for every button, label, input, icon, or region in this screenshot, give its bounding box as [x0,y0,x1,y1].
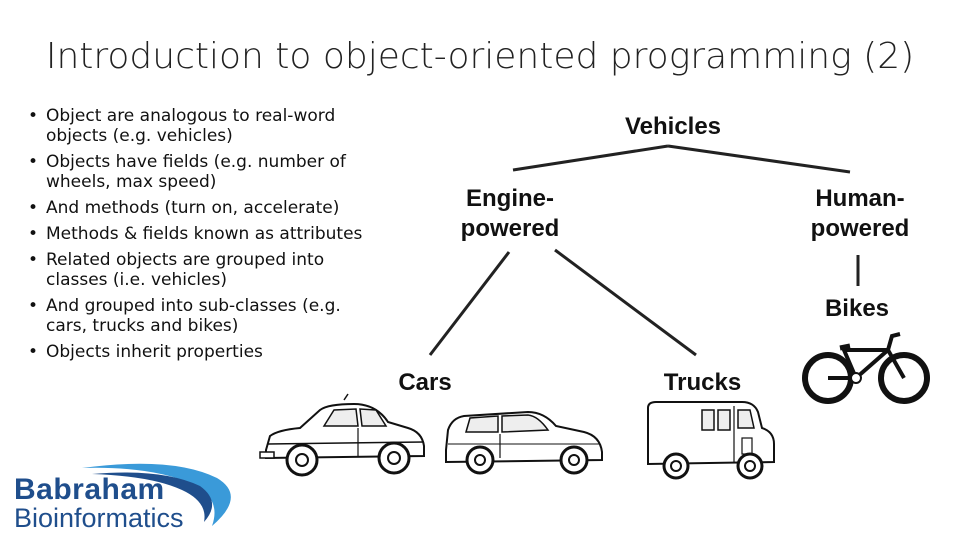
line-engine-trucks [554,248,697,357]
bullet-item: Related objects are grouped into classes… [28,250,373,290]
slide-title: Introduction to object-oriented programm… [45,36,915,77]
bullet-item: Objects inherit properties [28,342,373,362]
line-vehicles-human [667,144,851,174]
node-human-line1: Human- [815,185,905,212]
node-bikes: Bikes [824,295,890,322]
delivery-truck-image [647,401,775,480]
bullet-list: Object are analogous to real-word object… [28,106,373,368]
node-engine-line1: Engine- [466,185,554,212]
node-cars: Cars [398,369,452,396]
node-human-powered: Human- powered [790,184,930,244]
logo-text-line1: Babraham [14,473,165,506]
bullet-item: And grouped into sub-classes (e.g. cars,… [28,296,373,336]
bullet-item: Methods & fields known as attributes [28,224,373,244]
node-engine-line2: powered [460,215,560,242]
bullet-item: And methods (turn on, accelerate) [28,198,373,218]
bullet-item: Objects have fields (e.g. number of whee… [28,152,373,192]
bullet-item: Object are analogous to real-word object… [28,106,373,146]
line-engine-cars [428,251,511,356]
vintage-car-image [259,393,425,477]
bicycle-image [802,332,930,404]
logo-text-line2: Bioinformatics [14,503,184,533]
suv-image [445,410,603,475]
node-engine-powered: Engine- powered [440,184,580,244]
node-trucks: Trucks [663,369,742,396]
node-human-line2: powered [810,215,910,242]
node-vehicles: Vehicles [624,113,722,140]
line-vehicles-engine [512,144,669,172]
babraham-swoosh-icon [82,463,231,526]
